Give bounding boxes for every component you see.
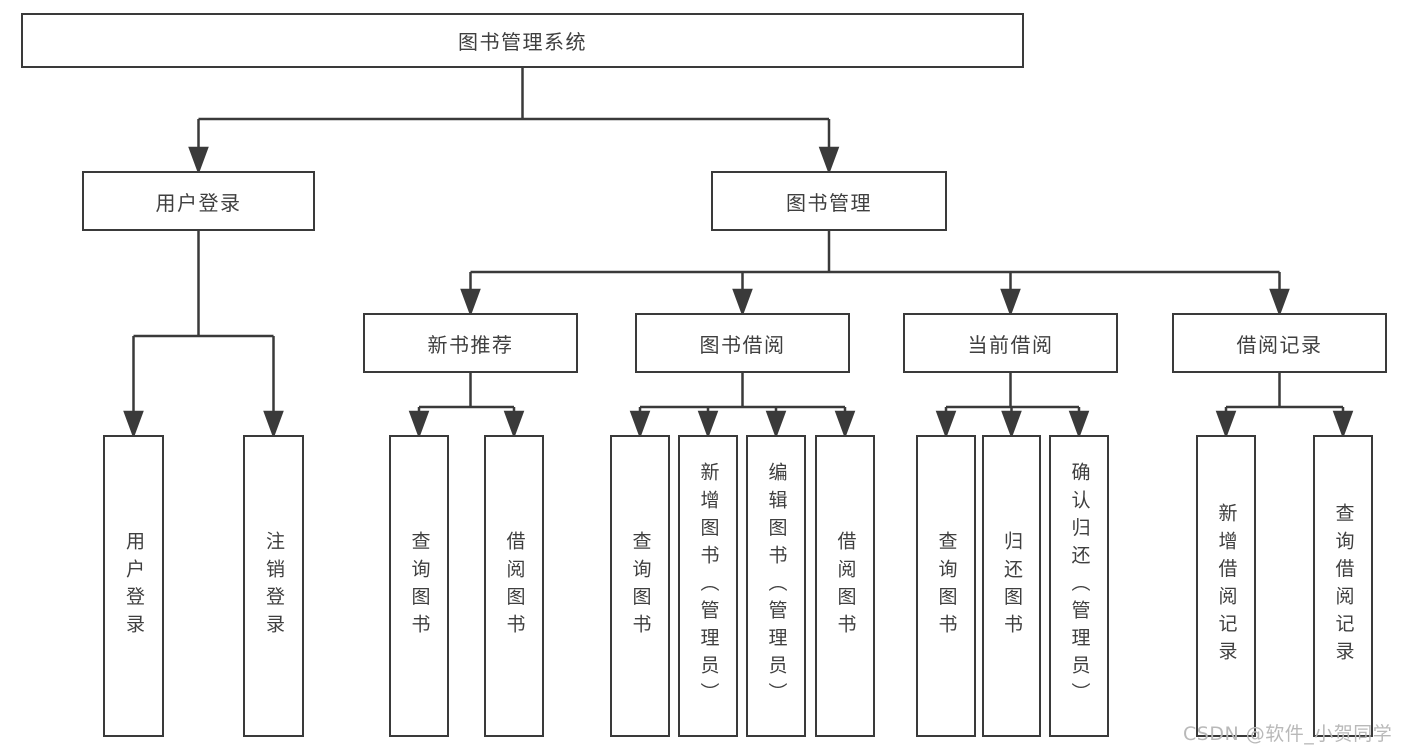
connector-root-to-level2 bbox=[188, 66, 840, 175]
leaf-borrow-add-books-admin: 新增图书（管理员） bbox=[678, 435, 738, 737]
leaf-current-return-books: 归还图书 bbox=[982, 435, 1041, 737]
connector-bookborrow-to-leaves bbox=[629, 371, 856, 439]
node-new-book-recommend: 新书推荐 bbox=[363, 313, 578, 373]
connector-userlogin-to-leaves bbox=[123, 229, 284, 439]
node-borrow-records: 借阅记录 bbox=[1172, 313, 1387, 373]
leaf-newbook-borrow-books: 借阅图书 bbox=[484, 435, 544, 737]
node-root-system: 图书管理系统 bbox=[21, 13, 1024, 68]
leaf-borrow-edit-books-admin: 编辑图书（管理员） bbox=[746, 435, 806, 737]
leaf-borrow-query-books: 查询图书 bbox=[610, 435, 670, 737]
leaf-logout: 注销登录 bbox=[243, 435, 304, 737]
leaf-current-query-books: 查询图书 bbox=[916, 435, 976, 737]
connector-currentborrow-to-leaves bbox=[935, 371, 1090, 439]
leaf-newbook-query-books: 查询图书 bbox=[389, 435, 449, 737]
connector-newbookrec-to-leaves bbox=[408, 371, 525, 439]
leaf-records-query-borrow-record: 查询借阅记录 bbox=[1313, 435, 1373, 737]
leaf-user-login: 用户登录 bbox=[103, 435, 164, 737]
node-book-borrow: 图书借阅 bbox=[635, 313, 850, 373]
leaf-records-add-borrow-record: 新增借阅记录 bbox=[1196, 435, 1256, 737]
connector-borrowrecords-to-leaves bbox=[1215, 371, 1354, 439]
csdn-watermark: CSDN @软件_小贺同学 bbox=[1183, 723, 1393, 745]
connector-bookmgmt-to-level3 bbox=[460, 229, 1290, 317]
node-book-management: 图书管理 bbox=[711, 171, 947, 231]
leaf-borrow-borrow-books: 借阅图书 bbox=[815, 435, 875, 737]
node-current-borrow: 当前借阅 bbox=[903, 313, 1118, 373]
node-user-login: 用户登录 bbox=[82, 171, 315, 231]
leaf-current-confirm-return-admin: 确认归还（管理员） bbox=[1049, 435, 1109, 737]
